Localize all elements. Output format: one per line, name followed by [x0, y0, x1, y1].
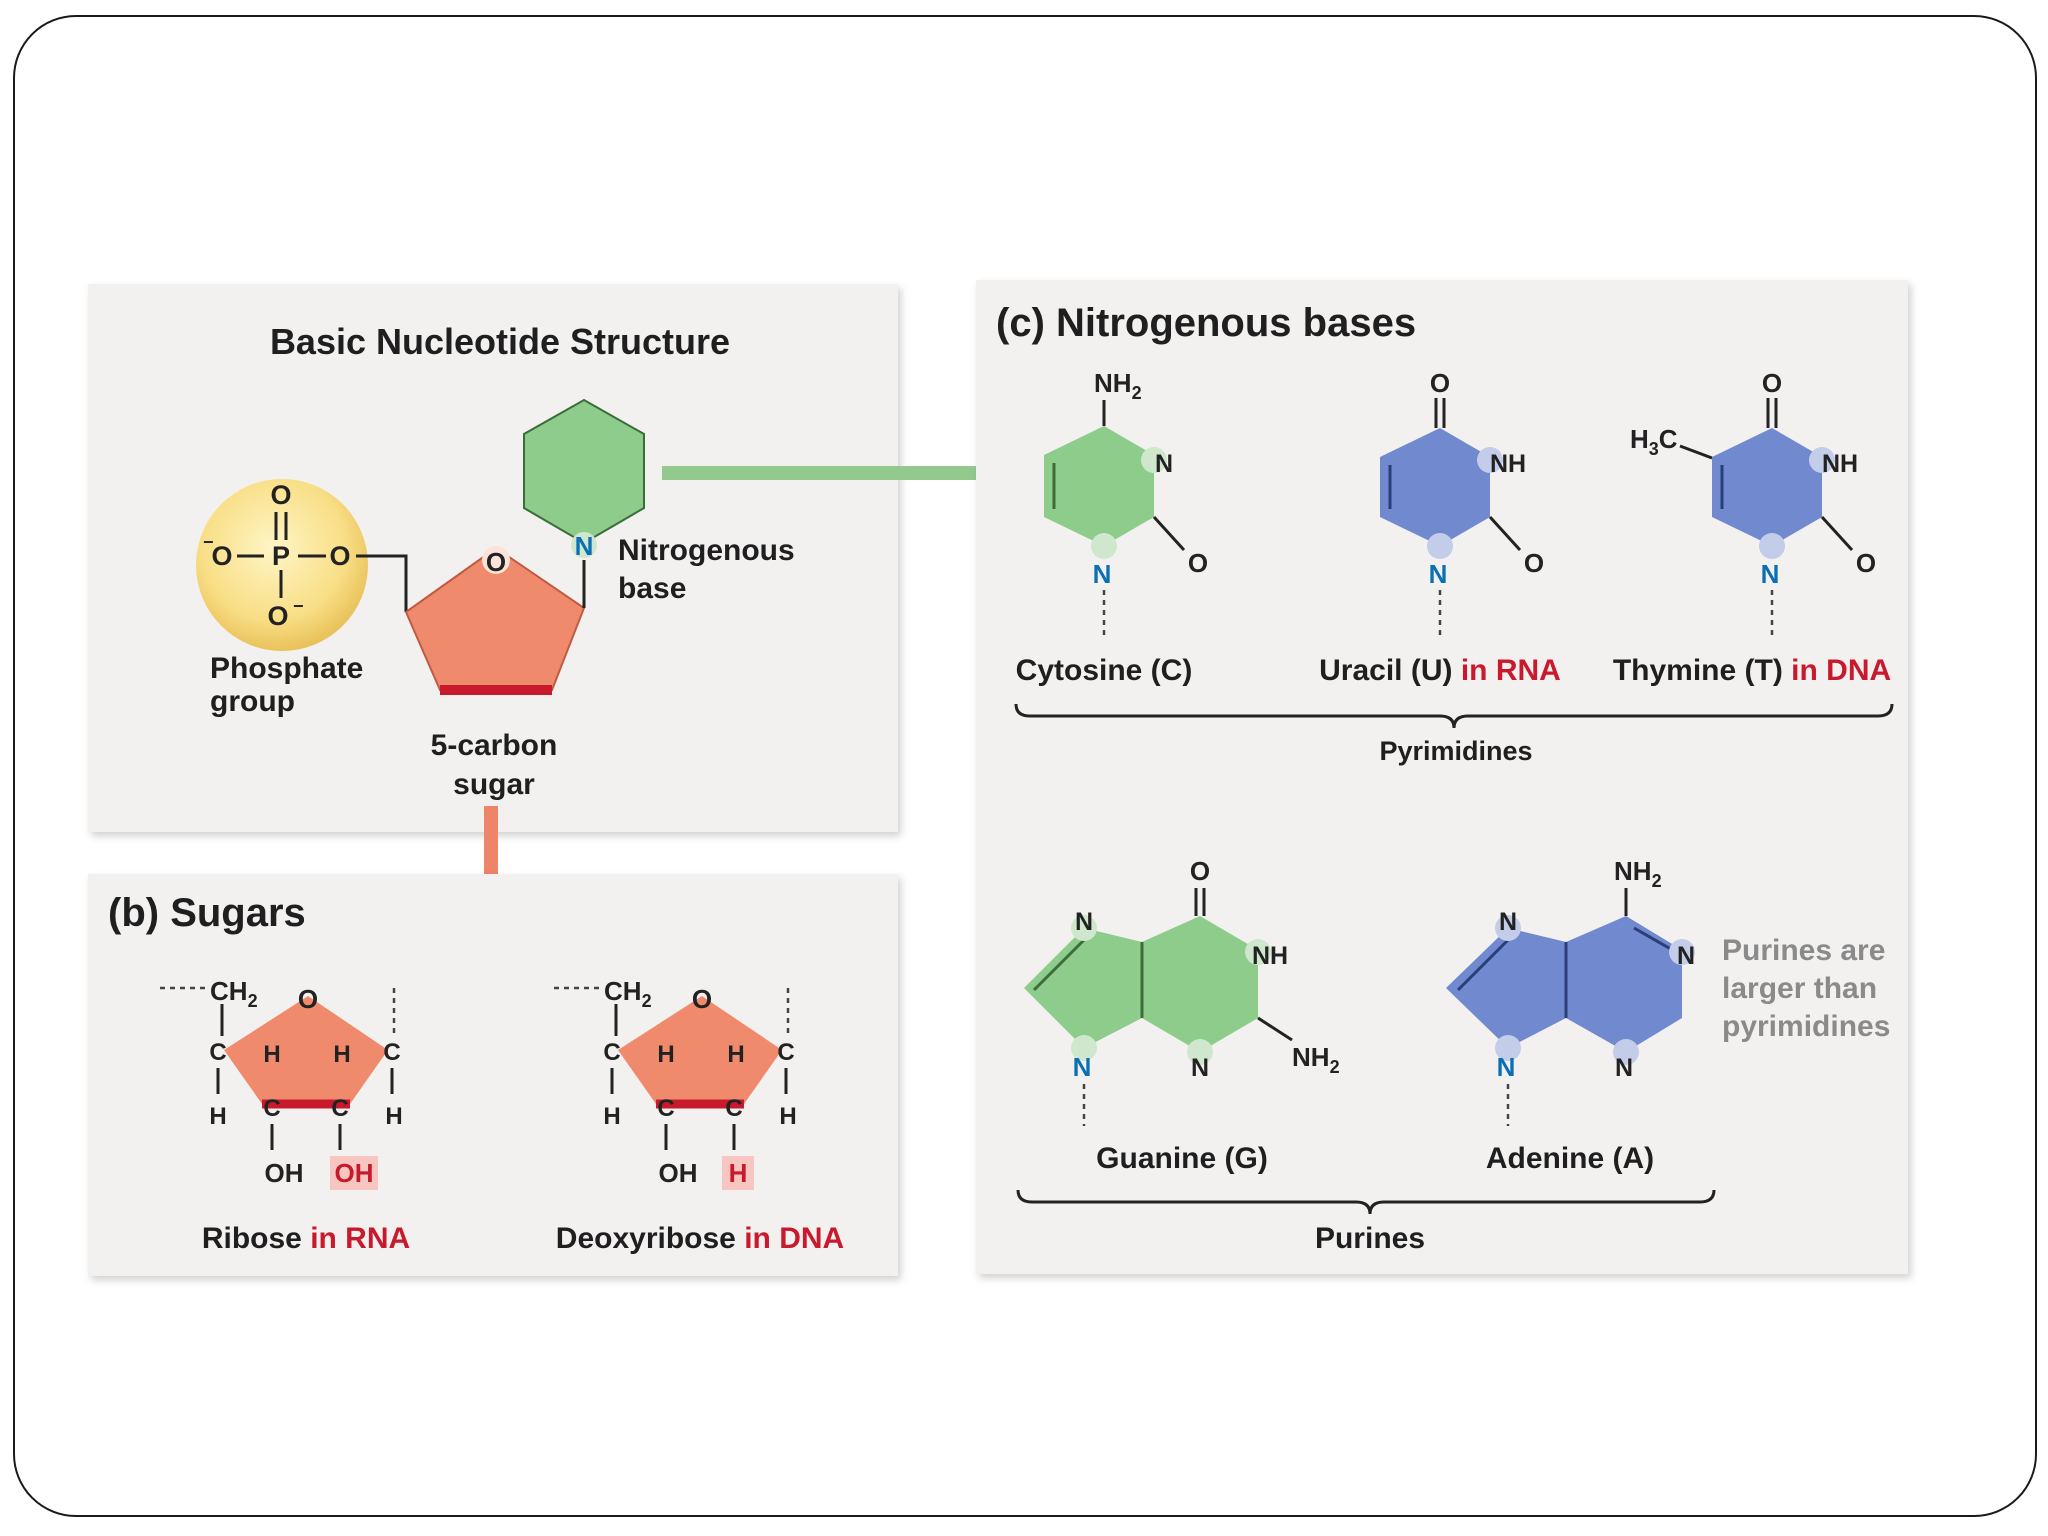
deoxyribose-2prime-h: H [729, 1158, 748, 1188]
cytosine-label: Cytosine (C) [1016, 654, 1193, 687]
svg-text:N: N [1615, 1054, 1633, 1082]
svg-text:H: H [603, 1103, 620, 1130]
svg-text:−: − [203, 532, 214, 552]
purine-note-line1: Purines are [1722, 934, 1885, 967]
deoxyribose-ring-o: O [692, 984, 712, 1014]
panel-a-title: Basic Nucleotide Structure [270, 321, 730, 362]
svg-text:NH2: NH2 [1292, 1042, 1340, 1077]
deoxyribose-label: Deoxyribose in DNA [556, 1222, 844, 1255]
adenine-label: Adenine (A) [1486, 1142, 1654, 1175]
panel-sugars: (b) Sugars CH2 O C H H H C C C H OH OH [88, 874, 898, 1276]
phosphate-o-top: O [270, 480, 291, 510]
guanine-label: Guanine (G) [1096, 1142, 1268, 1175]
svg-text:CH2: CH2 [604, 976, 652, 1011]
svg-text:C: C [263, 1095, 280, 1122]
phosphate-label-line2: group [210, 685, 295, 718]
sugar-ring-o: O [486, 547, 506, 577]
purine-note-line3: pyrimidines [1722, 1010, 1890, 1043]
svg-text:O: O [1190, 856, 1210, 886]
svg-text:NH: NH [1822, 450, 1858, 478]
sugar-label-line2: sugar [453, 768, 535, 801]
svg-text:CH2: CH2 [210, 976, 258, 1011]
guanine-structure: O N NH N NH2 N [1024, 856, 1340, 1126]
svg-text:C: C [331, 1095, 348, 1122]
svg-text:H: H [385, 1103, 402, 1130]
svg-text:N: N [1429, 559, 1448, 589]
svg-text:O: O [1430, 368, 1450, 398]
base-label-line2: base [618, 572, 686, 605]
svg-text:C: C [657, 1095, 674, 1122]
panel-nitrogenous-bases: (c) Nitrogenous bases NH2 N O N Cytosine… [976, 280, 1908, 1274]
base-hexagon: N [523, 398, 645, 561]
svg-text:N: N [1075, 908, 1093, 936]
phosphate-o-bottom: O [267, 601, 288, 631]
svg-text:H: H [727, 1041, 744, 1068]
svg-text:C: C [777, 1039, 794, 1066]
phosphate-group: O P − O O O − [196, 479, 368, 651]
svg-text:OH: OH [659, 1158, 698, 1188]
panel-b-title: (b) Sugars [108, 891, 306, 935]
phosphate-p-atom: P [272, 541, 290, 571]
svg-text:N: N [1191, 1054, 1209, 1082]
svg-text:NH2: NH2 [1614, 856, 1662, 891]
svg-text:N: N [1499, 908, 1517, 936]
purines-brace [1016, 1189, 1716, 1215]
svg-text:H: H [333, 1041, 350, 1068]
svg-text:O: O [1524, 548, 1544, 578]
svg-text:N: N [1677, 942, 1695, 970]
svg-text:C: C [725, 1095, 742, 1122]
phosphate-o-left: O [211, 541, 232, 571]
adenine-structure: NH2 N N N N [1446, 856, 1695, 1126]
ribose-structure: CH2 O C H H H C C C H OH OH [160, 976, 403, 1190]
svg-text:NH: NH [1490, 450, 1526, 478]
svg-text:C: C [603, 1039, 620, 1066]
phosphate-o-right: O [329, 541, 350, 571]
base-label-line1: Nitrogenous [618, 534, 795, 567]
svg-text:NH: NH [1252, 942, 1288, 970]
uracil-label: Uracil (U) in RNA [1319, 654, 1561, 687]
cytosine-structure: NH2 N O N [1044, 368, 1208, 636]
ribose-2prime-oh: OH [335, 1158, 374, 1188]
svg-text:O: O [1762, 368, 1782, 398]
svg-text:H: H [779, 1103, 796, 1130]
base-n-atom: N [575, 531, 594, 561]
svg-text:N: N [1155, 450, 1173, 478]
phosphate-label-line1: Phosphate [210, 652, 363, 685]
purine-note-line2: larger than [1722, 972, 1877, 1005]
svg-text:−: − [293, 596, 304, 616]
panel-basic-nucleotide: Basic Nucleotide Structure O P − O O O −… [88, 284, 898, 832]
panel-c-title: (c) Nitrogenous bases [996, 301, 1416, 345]
svg-text:H: H [209, 1103, 226, 1130]
sugar-pentagon: O [404, 546, 586, 695]
svg-text:C: C [383, 1039, 400, 1066]
thymine-structure: O H3C NH O N [1630, 368, 1876, 636]
phosphate-sphere [196, 479, 368, 651]
pyrimidines-label: Pyrimidines [1379, 736, 1532, 766]
svg-text:H: H [263, 1041, 280, 1068]
svg-text:O: O [1856, 548, 1876, 578]
svg-text:C: C [209, 1039, 226, 1066]
panel-c-background [976, 280, 1908, 1274]
ribose-ring-o: O [298, 984, 318, 1014]
svg-text:H: H [657, 1041, 674, 1068]
svg-text:N: N [1073, 1052, 1092, 1082]
uracil-structure: O NH O N [1380, 368, 1544, 636]
svg-text:OH: OH [265, 1158, 304, 1188]
deoxyribose-structure: CH2 O C H H H C C C H OH H [554, 976, 797, 1190]
svg-text:N: N [1761, 559, 1780, 589]
purines-label: Purines [1315, 1222, 1425, 1255]
thymine-label: Thymine (T) in DNA [1613, 654, 1891, 687]
pyrimidines-brace [1014, 703, 1894, 729]
svg-text:N: N [1093, 559, 1112, 589]
sugar-label-line1: 5-carbon [431, 729, 558, 762]
svg-text:O: O [1188, 548, 1208, 578]
ribose-label: Ribose in RNA [202, 1222, 410, 1255]
svg-text:NH2: NH2 [1094, 368, 1142, 403]
svg-text:H3C: H3C [1630, 424, 1678, 459]
svg-text:N: N [1497, 1052, 1516, 1082]
